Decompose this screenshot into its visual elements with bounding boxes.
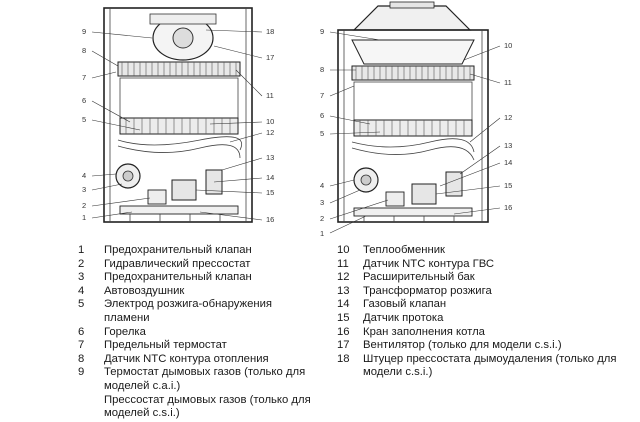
callout-1: 1 (82, 213, 86, 222)
legend-num: 6 (78, 325, 85, 338)
callout-3: 3 (82, 185, 86, 194)
legend-item: 4 Автовоздушник (78, 285, 340, 299)
callout-8: 8 (82, 46, 86, 55)
callout-7: 7 (82, 73, 86, 82)
left-boiler-diagram: 9 18 8 17 7 11 6 5 10 12 13 14 4 3 15 2 … (82, 7, 274, 224)
legend-num: 14 (337, 298, 350, 311)
legend-num: 13 (337, 284, 350, 297)
callout-6: 6 (82, 96, 86, 105)
legend-text: Автовоздушник (104, 284, 185, 297)
boiler-diagrams: 9 18 8 17 7 11 6 5 10 12 13 14 4 3 15 2 … (82, 1, 512, 238)
legend-num: 17 (337, 339, 350, 352)
legend-num: 15 (337, 311, 350, 324)
callout-5: 5 (82, 115, 86, 124)
legend-item: 6 Горелка (78, 326, 340, 340)
legend-text: Предохранительный клапан (104, 271, 252, 284)
callout-1: 1 (320, 229, 324, 238)
callout-13: 13 (504, 141, 512, 150)
legend-text: Электрод розжига-обнаружения пламени (104, 298, 273, 324)
legend-num: 2 (78, 257, 85, 270)
legend-item: 5 Электрод розжига-обнаружения пламени (78, 298, 340, 325)
legend-item: 17 Вентилятор (только для модели c.s.i.) (337, 339, 627, 353)
legend-num: 4 (78, 284, 85, 297)
callout-2: 2 (320, 214, 324, 223)
legend-text: Трансформатор розжига (363, 284, 492, 297)
legend-item: 12 Расширительный бак (337, 271, 627, 285)
legend-num: 16 (337, 325, 350, 338)
legend-item: 15 Датчик протока (337, 312, 627, 326)
callout-2: 2 (82, 201, 86, 210)
callout-14: 14 (504, 158, 512, 167)
legend-text: Расширительный бак (363, 271, 475, 284)
legend-item: 1 Предохранительный клапан (78, 244, 340, 258)
callout-10: 10 (266, 117, 274, 126)
legend-text: Датчик NTC контура ГВС (363, 257, 495, 270)
legend-right: 10 Теплообменник 11 Датчик NTC контура ГВС… (337, 244, 627, 380)
callout-4: 4 (320, 181, 324, 190)
callout-13: 13 (266, 153, 274, 162)
legend-text: Штуцер прессостата дымоудаления (только … (363, 352, 617, 379)
callout-5: 5 (320, 129, 324, 138)
legend-num: 12 (337, 271, 350, 284)
legend-item: 13 Трансформатор розжига (337, 285, 627, 299)
legend-text: Датчик NTC контура отопления (104, 352, 269, 365)
legend-text: Прессостат дымовых газов (только для мод… (104, 393, 311, 420)
callout-10: 10 (504, 41, 512, 50)
callout-9: 9 (82, 27, 86, 36)
legend-item: 8 Датчик NTC контура отопления (78, 353, 340, 367)
legend-text: Теплообменник (363, 244, 445, 256)
legend-item: 16 Кран заполнения котла (337, 326, 627, 340)
callout-12: 12 (504, 113, 512, 122)
legend-text: Горелка (104, 325, 146, 338)
legend-text: Термостат дымовых газов (только для моде… (104, 366, 306, 392)
legend-item: Прессостат дымовых газов (только для мод… (78, 394, 340, 421)
callout-16: 16 (504, 203, 512, 212)
legend-text: Предохранительный клапан (104, 244, 252, 256)
callout-3: 3 (320, 198, 324, 207)
callout-9: 9 (320, 27, 324, 36)
legend-item: 3 Предохранительный клапан (78, 271, 340, 285)
callout-11: 11 (266, 91, 274, 100)
legend-item: 2 Гидравлический прессостат (78, 258, 340, 272)
legend-text: Предельный термостат (104, 339, 227, 352)
right-boiler-diagram: 9 10 8 11 7 6 12 5 13 14 4 15 3 2 16 1 (320, 1, 512, 238)
legend-num (78, 394, 104, 421)
legend-num: 8 (78, 352, 85, 365)
callout-12: 12 (266, 128, 274, 137)
legend-item: 9 Термостат дымовых газов (только для мод… (78, 366, 340, 393)
legend-num: 9 (78, 366, 85, 379)
callout-15: 15 (266, 188, 274, 197)
callout-7: 7 (320, 91, 324, 100)
legend-item: 14 Газовый клапан (337, 298, 627, 312)
callout-17: 17 (266, 53, 274, 62)
legend-num: 5 (78, 298, 85, 311)
legend-num: 11 (337, 257, 349, 270)
legend-text: Вентилятор (только для модели c.s.i.) (363, 339, 562, 352)
callout-4: 4 (82, 171, 86, 180)
legend-num: 3 (78, 271, 85, 284)
callout-8: 8 (320, 65, 324, 74)
callout-6: 6 (320, 111, 324, 120)
legend-num: 10 (337, 244, 350, 256)
legend-text: Кран заполнения котла (363, 325, 485, 338)
legend-num: 18 (337, 352, 350, 365)
callout-11: 11 (504, 78, 512, 87)
legend-item: 11 Датчик NTC контура ГВС (337, 258, 627, 272)
legend-text: Гидравлический прессостат (104, 257, 251, 270)
callout-14: 14 (266, 173, 274, 182)
callout-16: 16 (266, 215, 274, 224)
callout-15: 15 (504, 181, 512, 190)
legend-item: 7 Предельный термостат (78, 339, 340, 353)
legend-item: 10 Теплообменник (337, 244, 627, 258)
legend-item: 18 Штуцер прессостата дымоудаления (тольк… (337, 353, 627, 380)
legend-num: 1 (78, 244, 85, 256)
callout-18: 18 (266, 27, 274, 36)
legend-text: Датчик протока (363, 311, 444, 324)
legend-num: 7 (78, 339, 85, 352)
legend-text: Газовый клапан (363, 298, 447, 311)
